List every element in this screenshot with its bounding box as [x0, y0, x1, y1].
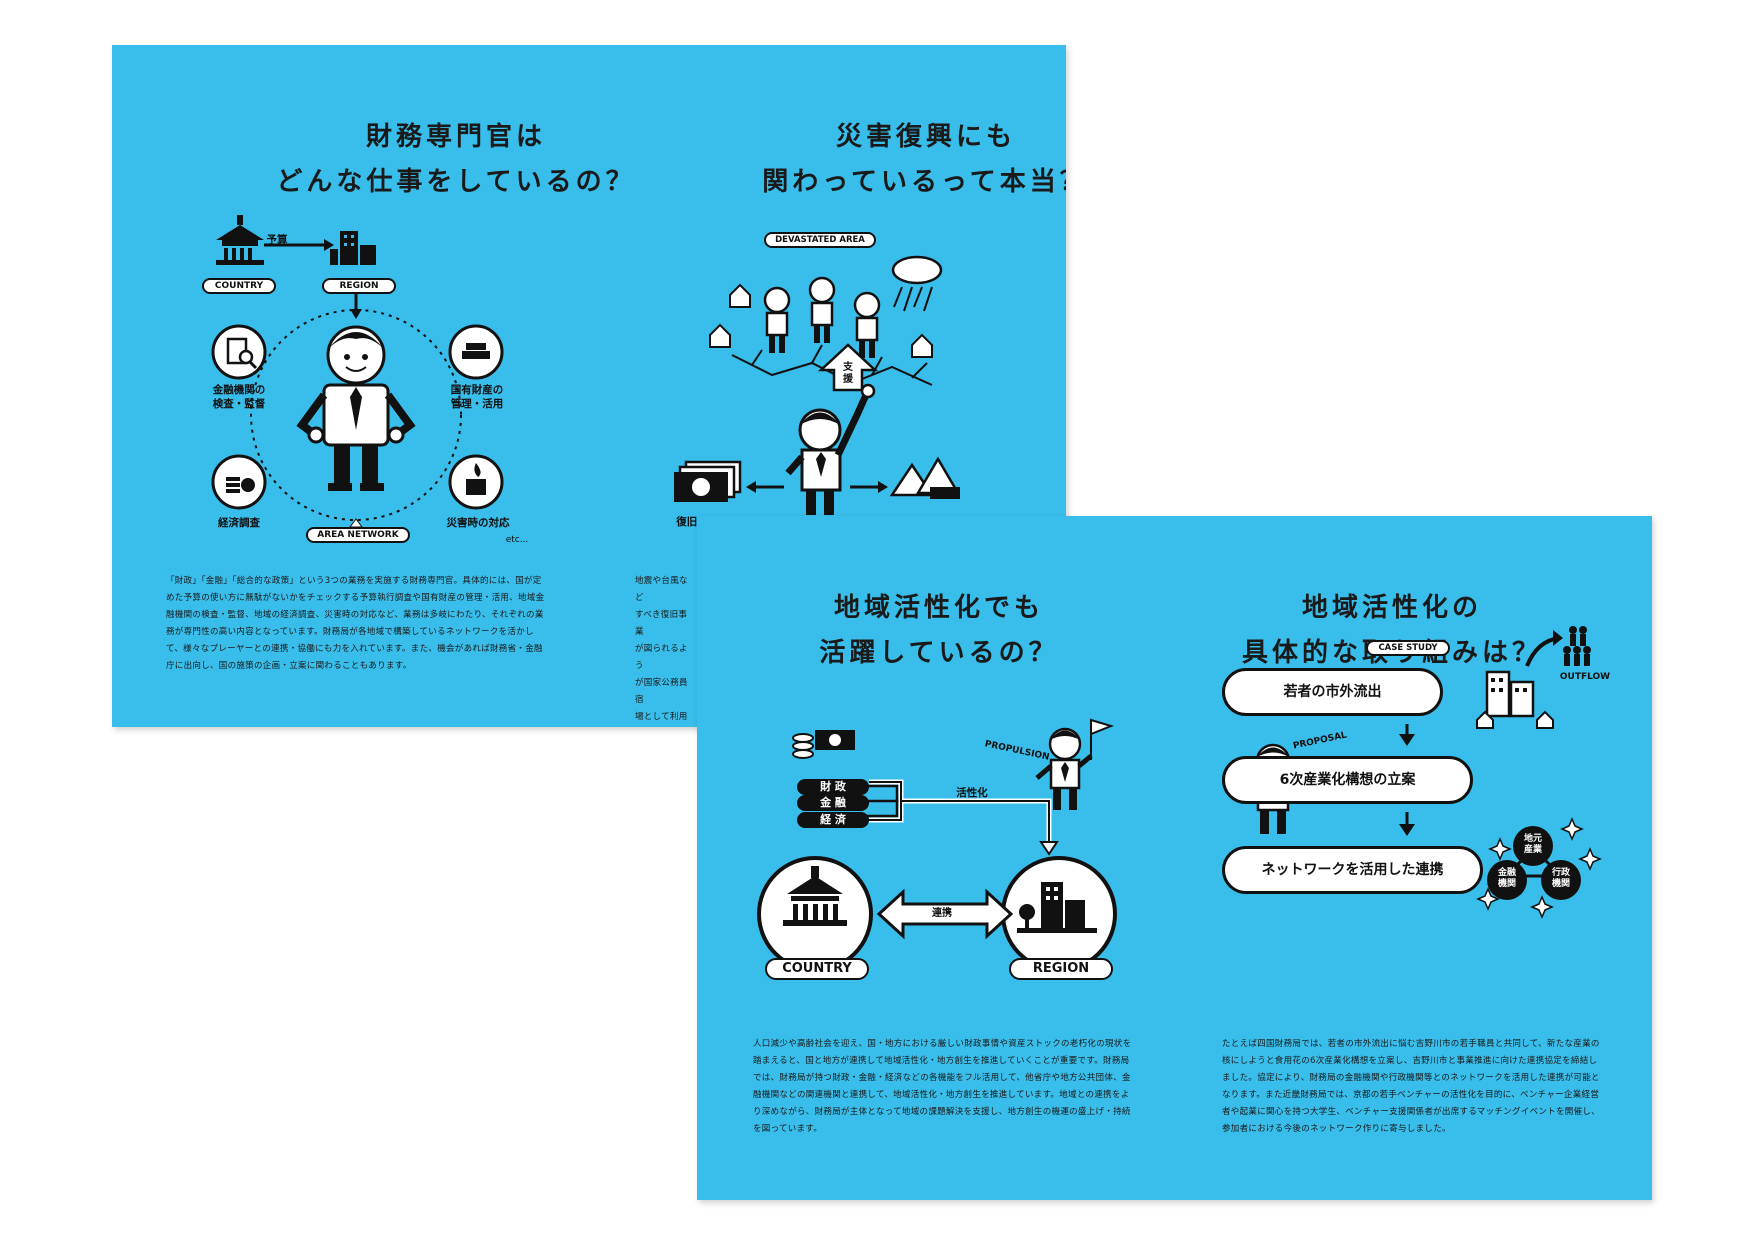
- inspection-icon: [211, 324, 267, 380]
- brochure-spread-left: 財務専門官は どんな仕事をしているの？: [112, 45, 1066, 727]
- economy-tag: 経 済: [797, 812, 869, 828]
- support-label: 支 援: [843, 362, 853, 385]
- victims-figures: [763, 276, 881, 358]
- economy-icon: [211, 454, 267, 510]
- devastated-area-pill: DEVASTATED AREA: [764, 232, 876, 248]
- section4-body: たとえば四国財務局では、若者の市外流出に悩む吉野川市の若手職員と共同して、新たな…: [1222, 1039, 1600, 1134]
- money-icon: [674, 460, 742, 502]
- property-icon: [448, 324, 504, 380]
- brochure-spread-right: 地域活性化でも 活躍しているの？: [697, 516, 1652, 1200]
- work-illustration: [211, 215, 504, 528]
- area-network-pill: AREA NETWORK: [306, 527, 410, 543]
- section2-heading: 災害復興にも 関わっているって本当？: [716, 115, 1066, 205]
- country-pill: COUNTRY: [765, 958, 869, 980]
- property-label: 国有財産の 管理・活用: [450, 384, 504, 410]
- country-pill: COUNTRY: [202, 278, 276, 294]
- coins-money-icon: [792, 730, 855, 759]
- financial-tag: 金 融: [797, 795, 869, 811]
- tents-icon: [889, 456, 961, 499]
- flow-step-outflow: 若者の市外流出: [1222, 668, 1443, 716]
- cooperation-label: 連携: [932, 908, 952, 919]
- section3-body: 人口減少や高齢社会を迎え、国・地方における厳しい財政事情や資産ストックの老朽化の…: [753, 1039, 1132, 1134]
- budget-label: 予算: [266, 234, 288, 246]
- case-study-pill: CASE STUDY: [1366, 640, 1450, 656]
- etc-label: etc...: [505, 535, 529, 545]
- heading-line: どんな仕事をしているの？: [276, 167, 636, 197]
- node-local-industry: 地元 産業: [1523, 834, 1542, 855]
- section2-body: 地震や台風など すべき復旧事業 が図られるよう が国家公務員宿 場として利用で …: [635, 576, 688, 722]
- section1-body: 「財政」「金融」「総合的な政策」という3つの業務を実施する財務専門官。具体的には…: [166, 576, 545, 671]
- disaster-illustration: [674, 255, 961, 515]
- heading-line: 関わっているって本当？: [762, 167, 1066, 197]
- region-pill: REGION: [322, 278, 396, 294]
- propulsion-officer-figure: [1035, 718, 1115, 810]
- region-pill: REGION: [1009, 958, 1113, 980]
- disaster-icon: [448, 454, 504, 510]
- heading-line: 地域活性化の: [1301, 593, 1482, 623]
- activation-label: 活性化: [956, 787, 988, 799]
- heading-line: 活躍しているの？: [819, 638, 1059, 668]
- section3-heading: 地域活性化でも 活躍しているの？: [729, 586, 1149, 676]
- outflow-people-icon: [1525, 626, 1591, 667]
- city-buildings-icon: [1476, 670, 1554, 729]
- network-nodes: [1476, 817, 1602, 919]
- officer-cheering-figure: [785, 383, 876, 515]
- section1-heading: 財務専門官は どんな仕事をしているの？: [246, 115, 666, 205]
- heading-line: 地域活性化でも: [833, 593, 1044, 623]
- storm-cloud-icon: [891, 255, 943, 312]
- flow-step-network: ネットワークを活用した連携: [1222, 846, 1483, 894]
- node-financial-institution: 金融 機関: [1497, 868, 1516, 889]
- heading-line: 財務専門官は: [365, 122, 546, 152]
- officer-figure: [296, 325, 416, 491]
- inspection-label: 金融機関の 検査・監督: [212, 384, 266, 410]
- outflow-label: OUTFLOW: [1559, 672, 1611, 682]
- country-building-icon: [216, 215, 264, 265]
- flow-step-plan: 6次産業化構想の立案: [1222, 756, 1473, 804]
- region-buildings-icon: [330, 231, 376, 265]
- disaster-label: 災害時の対応: [446, 517, 510, 529]
- node-administrative-body: 行政 機関: [1551, 868, 1570, 889]
- economy-label: 経済調査: [218, 517, 260, 529]
- finance-tag: 財 政: [797, 779, 869, 795]
- heading-line: 災害復興にも: [835, 122, 1016, 152]
